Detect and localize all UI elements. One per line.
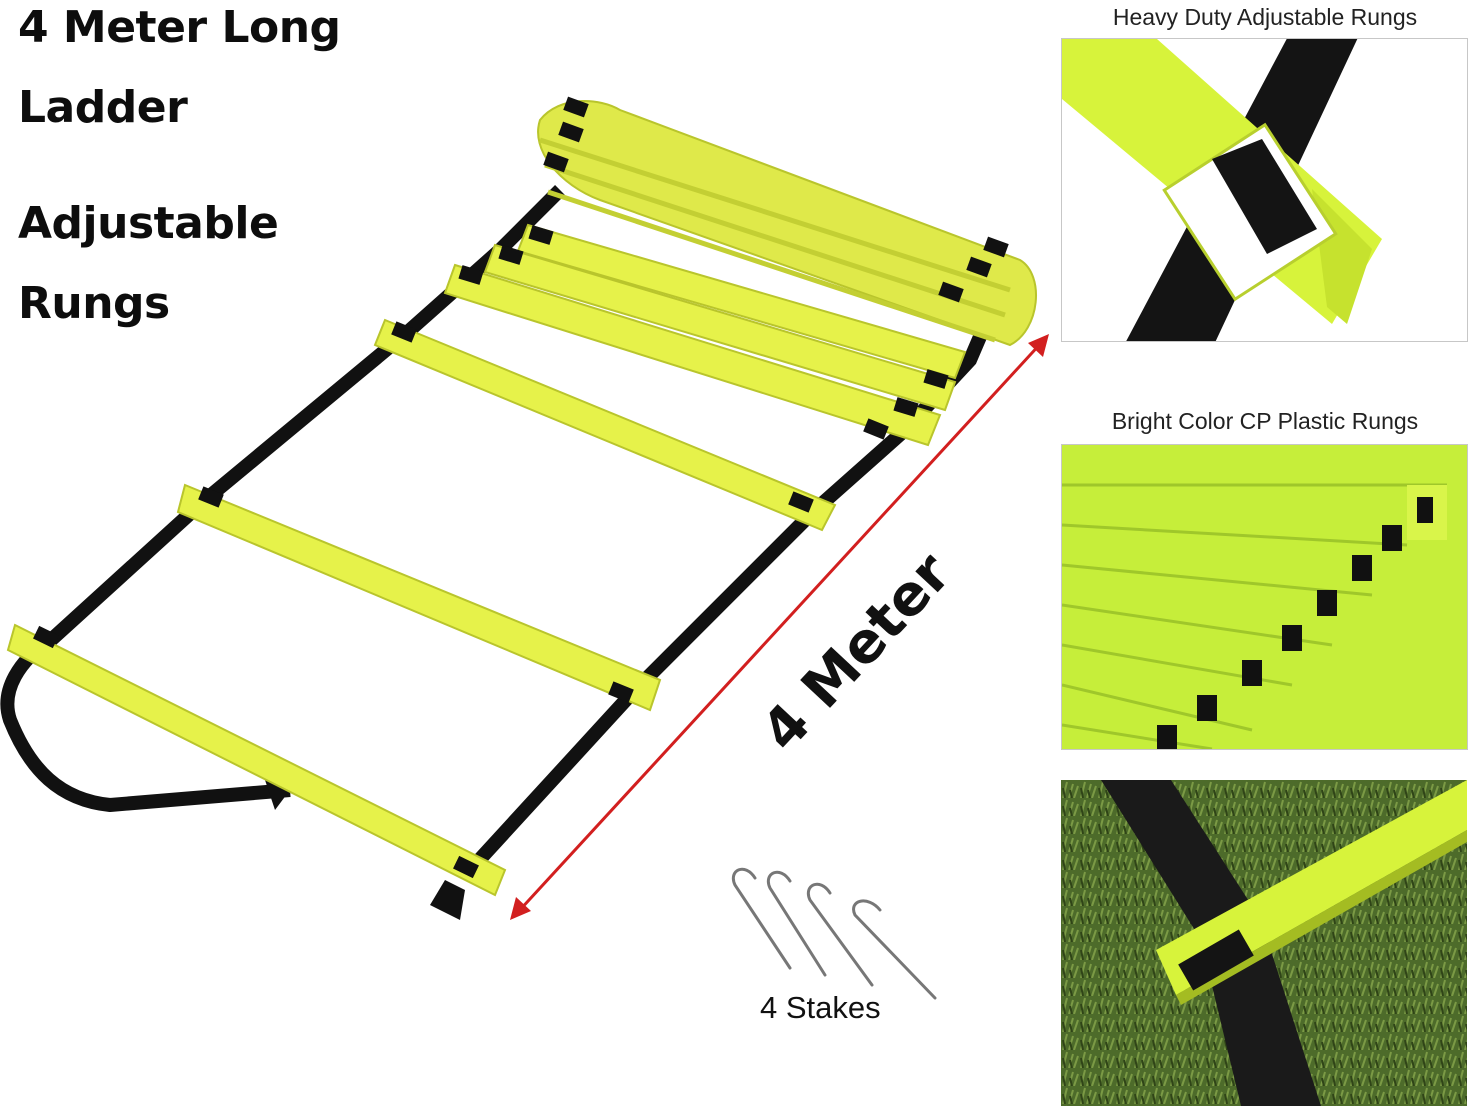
rung-3: [443, 263, 942, 447]
stakes-label: 4 Stakes: [760, 990, 881, 1025]
detail-panel-plastic-rungs: Bright Color CP Plastic Rungs: [1061, 388, 1469, 760]
ladder-end-strap: [0, 634, 291, 812]
rolled-ladder: [537, 96, 1037, 347]
ladder-right-strap: [464, 287, 1007, 875]
detail-panel-grass-photo: [1061, 780, 1469, 1111]
panel-caption-plastic-rungs: Bright Color CP Plastic Rungs: [1111, 408, 1419, 434]
length-arrow: [510, 334, 1049, 920]
ladder-left-strap: [35, 185, 565, 656]
rung-4: [373, 318, 889, 532]
rung-1: [516, 223, 967, 380]
ladder-end-triangle: [430, 880, 465, 920]
ladder-on-grass-photo: [1061, 780, 1467, 1106]
stakes-icon: [731, 867, 937, 1000]
rung-2: [483, 243, 957, 412]
headline-line-3: Adjustable: [18, 198, 279, 249]
headline-line-4: Rungs: [18, 278, 170, 329]
length-label: 4 Meter: [749, 541, 964, 764]
rung-6: [6, 623, 507, 897]
panel-caption-adjustable-rungs: Heavy Duty Adjustable Rungs: [1112, 4, 1418, 30]
rung-5: [176, 483, 662, 712]
agility-ladder-illustration: 4 Meter: [0, 96, 1049, 1000]
headline-line-1: 4 Meter Long: [18, 2, 341, 53]
adjustable-rung-closeup: [1061, 38, 1468, 342]
plastic-rungs-closeup: [1061, 444, 1468, 750]
detail-panel-adjustable-rungs: Heavy Duty Adjustable Rungs: [1061, 0, 1469, 360]
headline-line-2: Ladder: [18, 82, 188, 133]
